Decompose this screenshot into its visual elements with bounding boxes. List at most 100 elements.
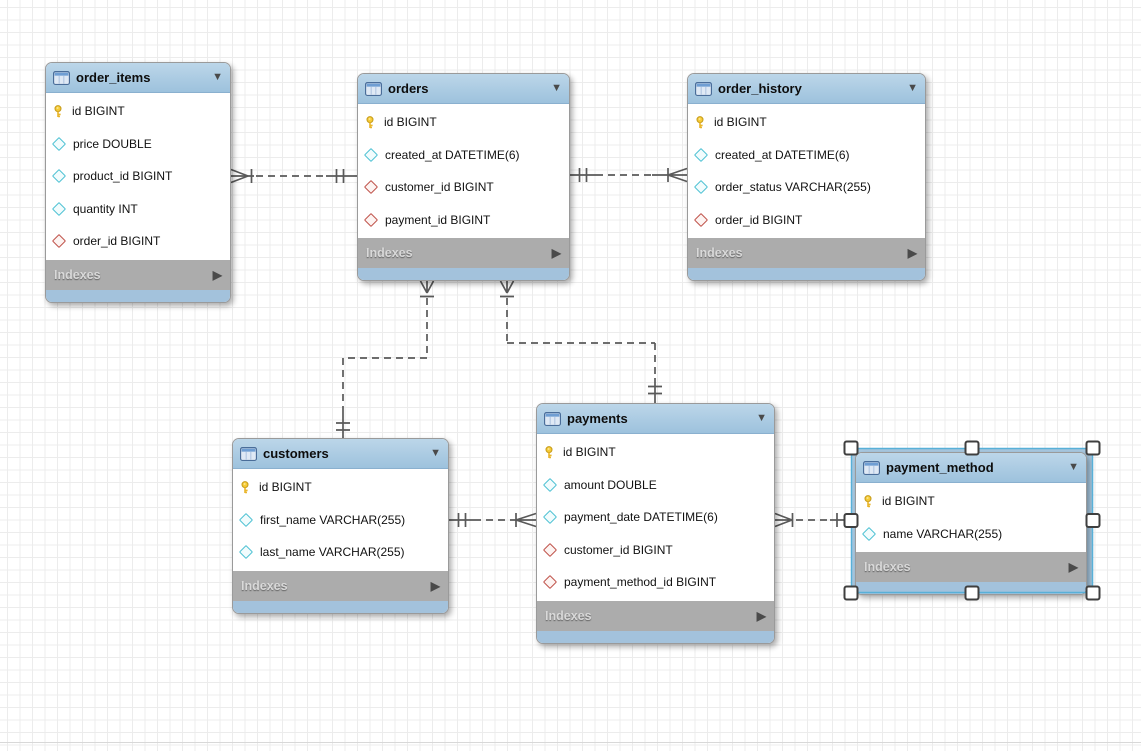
table-icon [544,411,561,426]
table-footer-cap [358,268,569,280]
resize-handle-top-left[interactable] [843,440,859,456]
resize-handle-middle-right[interactable] [1085,513,1101,528]
table-footer-cap [537,630,774,643]
expand-arrow-icon[interactable]: ▶ [756,608,766,623]
column-row[interactable]: customer_id BIGINT [358,171,569,204]
connector-orders-customers[interactable] [336,280,435,438]
column-label: amount DOUBLE [564,477,657,492]
indexes-bar[interactable]: Indexes ▶ [46,259,230,290]
table-header[interactable]: order_items ▼ [46,63,230,93]
table-order_history[interactable]: order_history ▼ id BIGINT created_at DAT… [687,73,926,281]
column-label: price DOUBLE [73,136,152,151]
table-payment_method[interactable]: payment_method ▼ id BIGINT name VARCHAR(… [855,452,1087,595]
expand-arrow-icon[interactable]: ▶ [907,246,917,260]
collapse-arrow-icon[interactable]: ▼ [756,412,767,424]
column-row[interactable]: amount DOUBLE [537,469,774,502]
foreign-key-icon [542,542,558,557]
column-row[interactable]: id BIGINT [46,95,230,128]
collapse-arrow-icon[interactable]: ▼ [907,82,918,94]
connector-orders-order_history[interactable] [570,167,688,183]
table-icon [695,81,712,96]
primary-key-icon [543,445,556,459]
table-header[interactable]: customers ▼ [233,439,448,469]
column-label: customer_id BIGINT [385,180,494,195]
expand-arrow-icon[interactable]: ▶ [212,267,222,282]
column-row[interactable]: name VARCHAR(255) [856,518,1086,551]
table-icon [240,446,257,461]
primary-key-icon [52,104,65,118]
table-header[interactable]: payment_method ▼ [856,453,1086,483]
column-row[interactable]: product_id BIGINT [46,160,230,193]
expand-arrow-icon[interactable]: ▶ [430,578,440,593]
indexes-bar[interactable]: Indexes ▶ [233,570,448,601]
resize-handle-top-right[interactable] [1085,440,1101,456]
connector-segment [506,298,656,378]
connector-payments-payment_method[interactable] [774,512,851,528]
one-cardinality-ticks [830,513,851,527]
table-header[interactable]: order_history ▼ [688,74,925,104]
column-label: first_name VARCHAR(255) [260,512,406,527]
expand-arrow-icon[interactable]: ▶ [551,246,561,260]
collapse-arrow-icon[interactable]: ▼ [430,447,441,459]
column-icon [542,477,558,492]
column-row[interactable]: id BIGINT [233,471,448,504]
column-row[interactable]: first_name VARCHAR(255) [233,504,448,537]
column-row[interactable]: customer_id BIGINT [537,534,774,567]
column-row[interactable]: id BIGINT [358,106,569,139]
connector-order_items-orders[interactable] [230,168,357,184]
column-row[interactable]: created_at DATETIME(6) [358,139,569,172]
collapse-arrow-icon[interactable]: ▼ [212,71,223,83]
column-row[interactable]: payment_id BIGINT [358,204,569,237]
column-list: id BIGINT created_at DATETIME(6) order_s… [688,104,925,238]
table-footer-cap [856,582,1086,594]
foreign-key-icon [51,234,67,249]
indexes-bar[interactable]: Indexes ▶ [688,238,925,268]
foreign-key-icon [542,575,558,590]
expand-arrow-icon[interactable]: ▶ [1068,560,1078,574]
connector-customers-payments[interactable] [449,512,537,528]
column-row[interactable]: id BIGINT [537,436,774,469]
indexes-bar[interactable]: Indexes ▶ [358,238,569,268]
collapse-arrow-icon[interactable]: ▼ [551,82,562,94]
column-row[interactable]: order_status VARCHAR(255) [688,171,925,204]
column-label: product_id BIGINT [73,169,173,184]
column-row[interactable]: last_name VARCHAR(255) [233,536,448,569]
indexes-bar[interactable]: Indexes ▶ [856,552,1086,582]
column-label: customer_id BIGINT [564,542,673,557]
table-header[interactable]: payments ▼ [537,404,774,434]
column-row[interactable]: payment_method_id BIGINT [537,566,774,599]
primary-key-icon [694,115,707,129]
column-row[interactable]: quantity INT [46,193,230,226]
table-footer-cap [688,268,925,280]
column-list: id BIGINT amount DOUBLE payment_date DAT… [537,434,774,601]
indexes-label: Indexes [696,246,743,260]
column-list: id BIGINT price DOUBLE product_id BIGINT… [46,93,230,260]
column-label: id BIGINT [384,115,437,130]
table-payments[interactable]: payments ▼ id BIGINT amount DOUBLE payme… [536,403,775,644]
table-icon [53,70,70,85]
column-row[interactable]: id BIGINT [688,106,925,139]
indexes-label: Indexes [54,267,101,282]
column-row[interactable]: id BIGINT [856,485,1086,518]
column-row[interactable]: payment_date DATETIME(6) [537,501,774,534]
one-cardinality-ticks [449,513,474,527]
connector-orders-payments[interactable] [499,280,662,403]
table-title: orders [388,81,429,96]
table-header[interactable]: orders ▼ [358,74,569,104]
collapse-arrow-icon[interactable]: ▼ [1068,461,1079,473]
table-orders[interactable]: orders ▼ id BIGINT created_at DATETIME(6… [357,73,570,281]
crows-foot-many-end [510,512,537,528]
column-row[interactable]: created_at DATETIME(6) [688,139,925,172]
table-footer-cap [233,600,448,613]
column-label: id BIGINT [259,480,312,495]
column-list: id BIGINT created_at DATETIME(6) custome… [358,104,569,238]
indexes-bar[interactable]: Indexes ▶ [537,600,774,631]
column-row[interactable]: price DOUBLE [46,128,230,161]
table-order_items[interactable]: order_items ▼ id BIGINT price DOUBLE pro… [45,62,231,303]
resize-handle-bottom-right[interactable] [1085,585,1101,601]
column-row[interactable]: order_id BIGINT [688,204,925,237]
table-customers[interactable]: customers ▼ id BIGINT first_name VARCHAR… [232,438,449,614]
column-row[interactable]: order_id BIGINT [46,225,230,258]
column-label: created_at DATETIME(6) [715,147,850,162]
